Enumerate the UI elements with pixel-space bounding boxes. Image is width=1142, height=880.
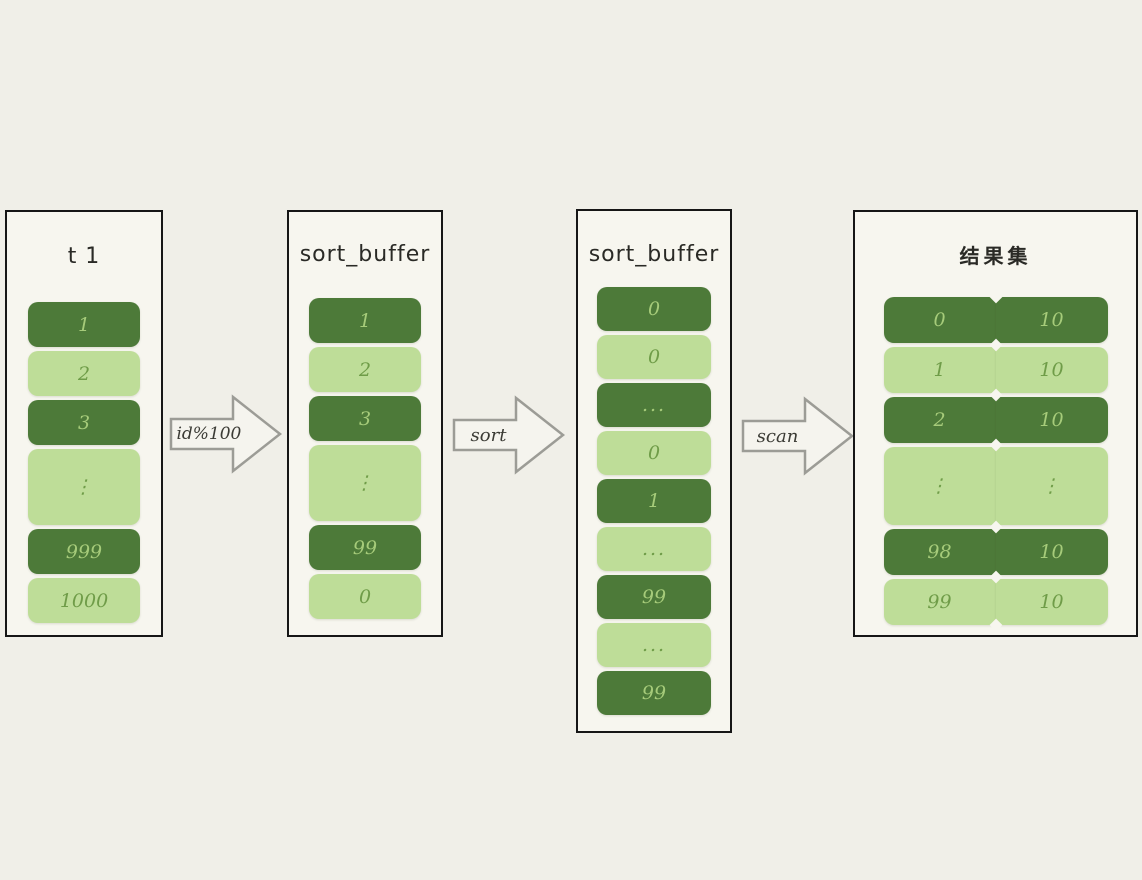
t1-cell-3: 3 [28, 400, 140, 445]
panel-sort-buffer-sorted-title: sort_buffer [588, 242, 720, 267]
result-row-98: 98 10 [883, 529, 1108, 575]
buffer1-cell-2: 2 [309, 347, 421, 392]
buffer2-cell-0c: 0 [597, 431, 711, 475]
buffer2-cell-ellipsis-2: ... [597, 527, 711, 571]
result-row-99: 99 10 [883, 579, 1108, 625]
result-row-0-value: 10 [995, 297, 1108, 343]
panel-t1: t 1 1 2 3 ⋮ 999 1000 [5, 210, 163, 637]
block-arrow-icon [741, 396, 855, 476]
result-row-1-value: 10 [995, 347, 1108, 393]
panel-sort-buffer-unsorted-title: sort_buffer [299, 242, 431, 267]
result-row-0-key: 0 [883, 297, 996, 343]
t1-cell-2: 2 [28, 351, 140, 396]
buffer1-cell-0: 0 [309, 574, 421, 619]
panel-result-set: 结果集 0 10 1 10 2 10 ⋮ ⋮ 98 10 [853, 210, 1138, 637]
arrow-id-mod-100: id%100 [169, 394, 283, 474]
panel-result-set-rows: 0 10 1 10 2 10 ⋮ ⋮ 98 10 99 10 [883, 290, 1108, 632]
panel-t1-cells: 1 2 3 ⋮ 999 1000 [7, 302, 161, 623]
arrow-scan: scan [741, 396, 855, 476]
result-row-98-value: 10 [995, 529, 1108, 575]
arrow-scan-label: scan [756, 425, 799, 447]
buffer2-cell-1: 1 [597, 479, 711, 523]
block-arrow-icon [169, 394, 283, 474]
arrow-sort-label: sort [470, 424, 507, 446]
panel-sort-buffer-unsorted-cells: 1 2 3 ⋮ 99 0 [289, 298, 441, 619]
result-row-2-value: 10 [995, 397, 1108, 443]
arrow-id-mod-100-label: id%100 [176, 424, 242, 444]
buffer1-cell-ellipsis: ⋮ [309, 445, 421, 521]
result-row-1: 1 10 [883, 347, 1108, 393]
panel-sort-buffer-sorted: sort_buffer 0 0 ... 0 1 ... 99 ... 99 [576, 209, 732, 733]
buffer2-cell-99b: 99 [597, 671, 711, 715]
buffer2-cell-99a: 99 [597, 575, 711, 619]
panel-result-set-title: 结果集 [959, 244, 1032, 268]
buffer1-cell-1: 1 [309, 298, 421, 343]
panel-t1-title: t 1 [67, 244, 101, 269]
panel-sort-buffer-unsorted: sort_buffer 1 2 3 ⋮ 99 0 [287, 210, 443, 637]
result-row-ellipsis-key: ⋮ [883, 447, 996, 525]
buffer1-cell-3: 3 [309, 396, 421, 441]
result-row-99-value: 10 [995, 579, 1108, 625]
result-row-2: 2 10 [883, 397, 1108, 443]
block-arrow-icon [452, 395, 566, 475]
buffer2-cell-0b: 0 [597, 335, 711, 379]
t1-cell-1000: 1000 [28, 578, 140, 623]
result-row-1-key: 1 [883, 347, 996, 393]
result-row-0: 0 10 [883, 297, 1108, 343]
result-row-ellipsis-value: ⋮ [995, 447, 1108, 525]
t1-cell-999: 999 [28, 529, 140, 574]
buffer2-cell-ellipsis-3: ... [597, 623, 711, 667]
result-row-98-key: 98 [883, 529, 996, 575]
buffer2-cell-0a: 0 [597, 287, 711, 331]
arrow-sort: sort [452, 395, 566, 475]
result-row-ellipsis: ⋮ ⋮ [883, 447, 1108, 525]
result-row-2-key: 2 [883, 397, 996, 443]
panel-sort-buffer-sorted-cells: 0 0 ... 0 1 ... 99 ... 99 [578, 287, 730, 715]
t1-cell-1: 1 [28, 302, 140, 347]
buffer2-cell-ellipsis-1: ... [597, 383, 711, 427]
buffer1-cell-99: 99 [309, 525, 421, 570]
t1-cell-ellipsis: ⋮ [28, 449, 140, 525]
result-row-99-key: 99 [883, 579, 996, 625]
